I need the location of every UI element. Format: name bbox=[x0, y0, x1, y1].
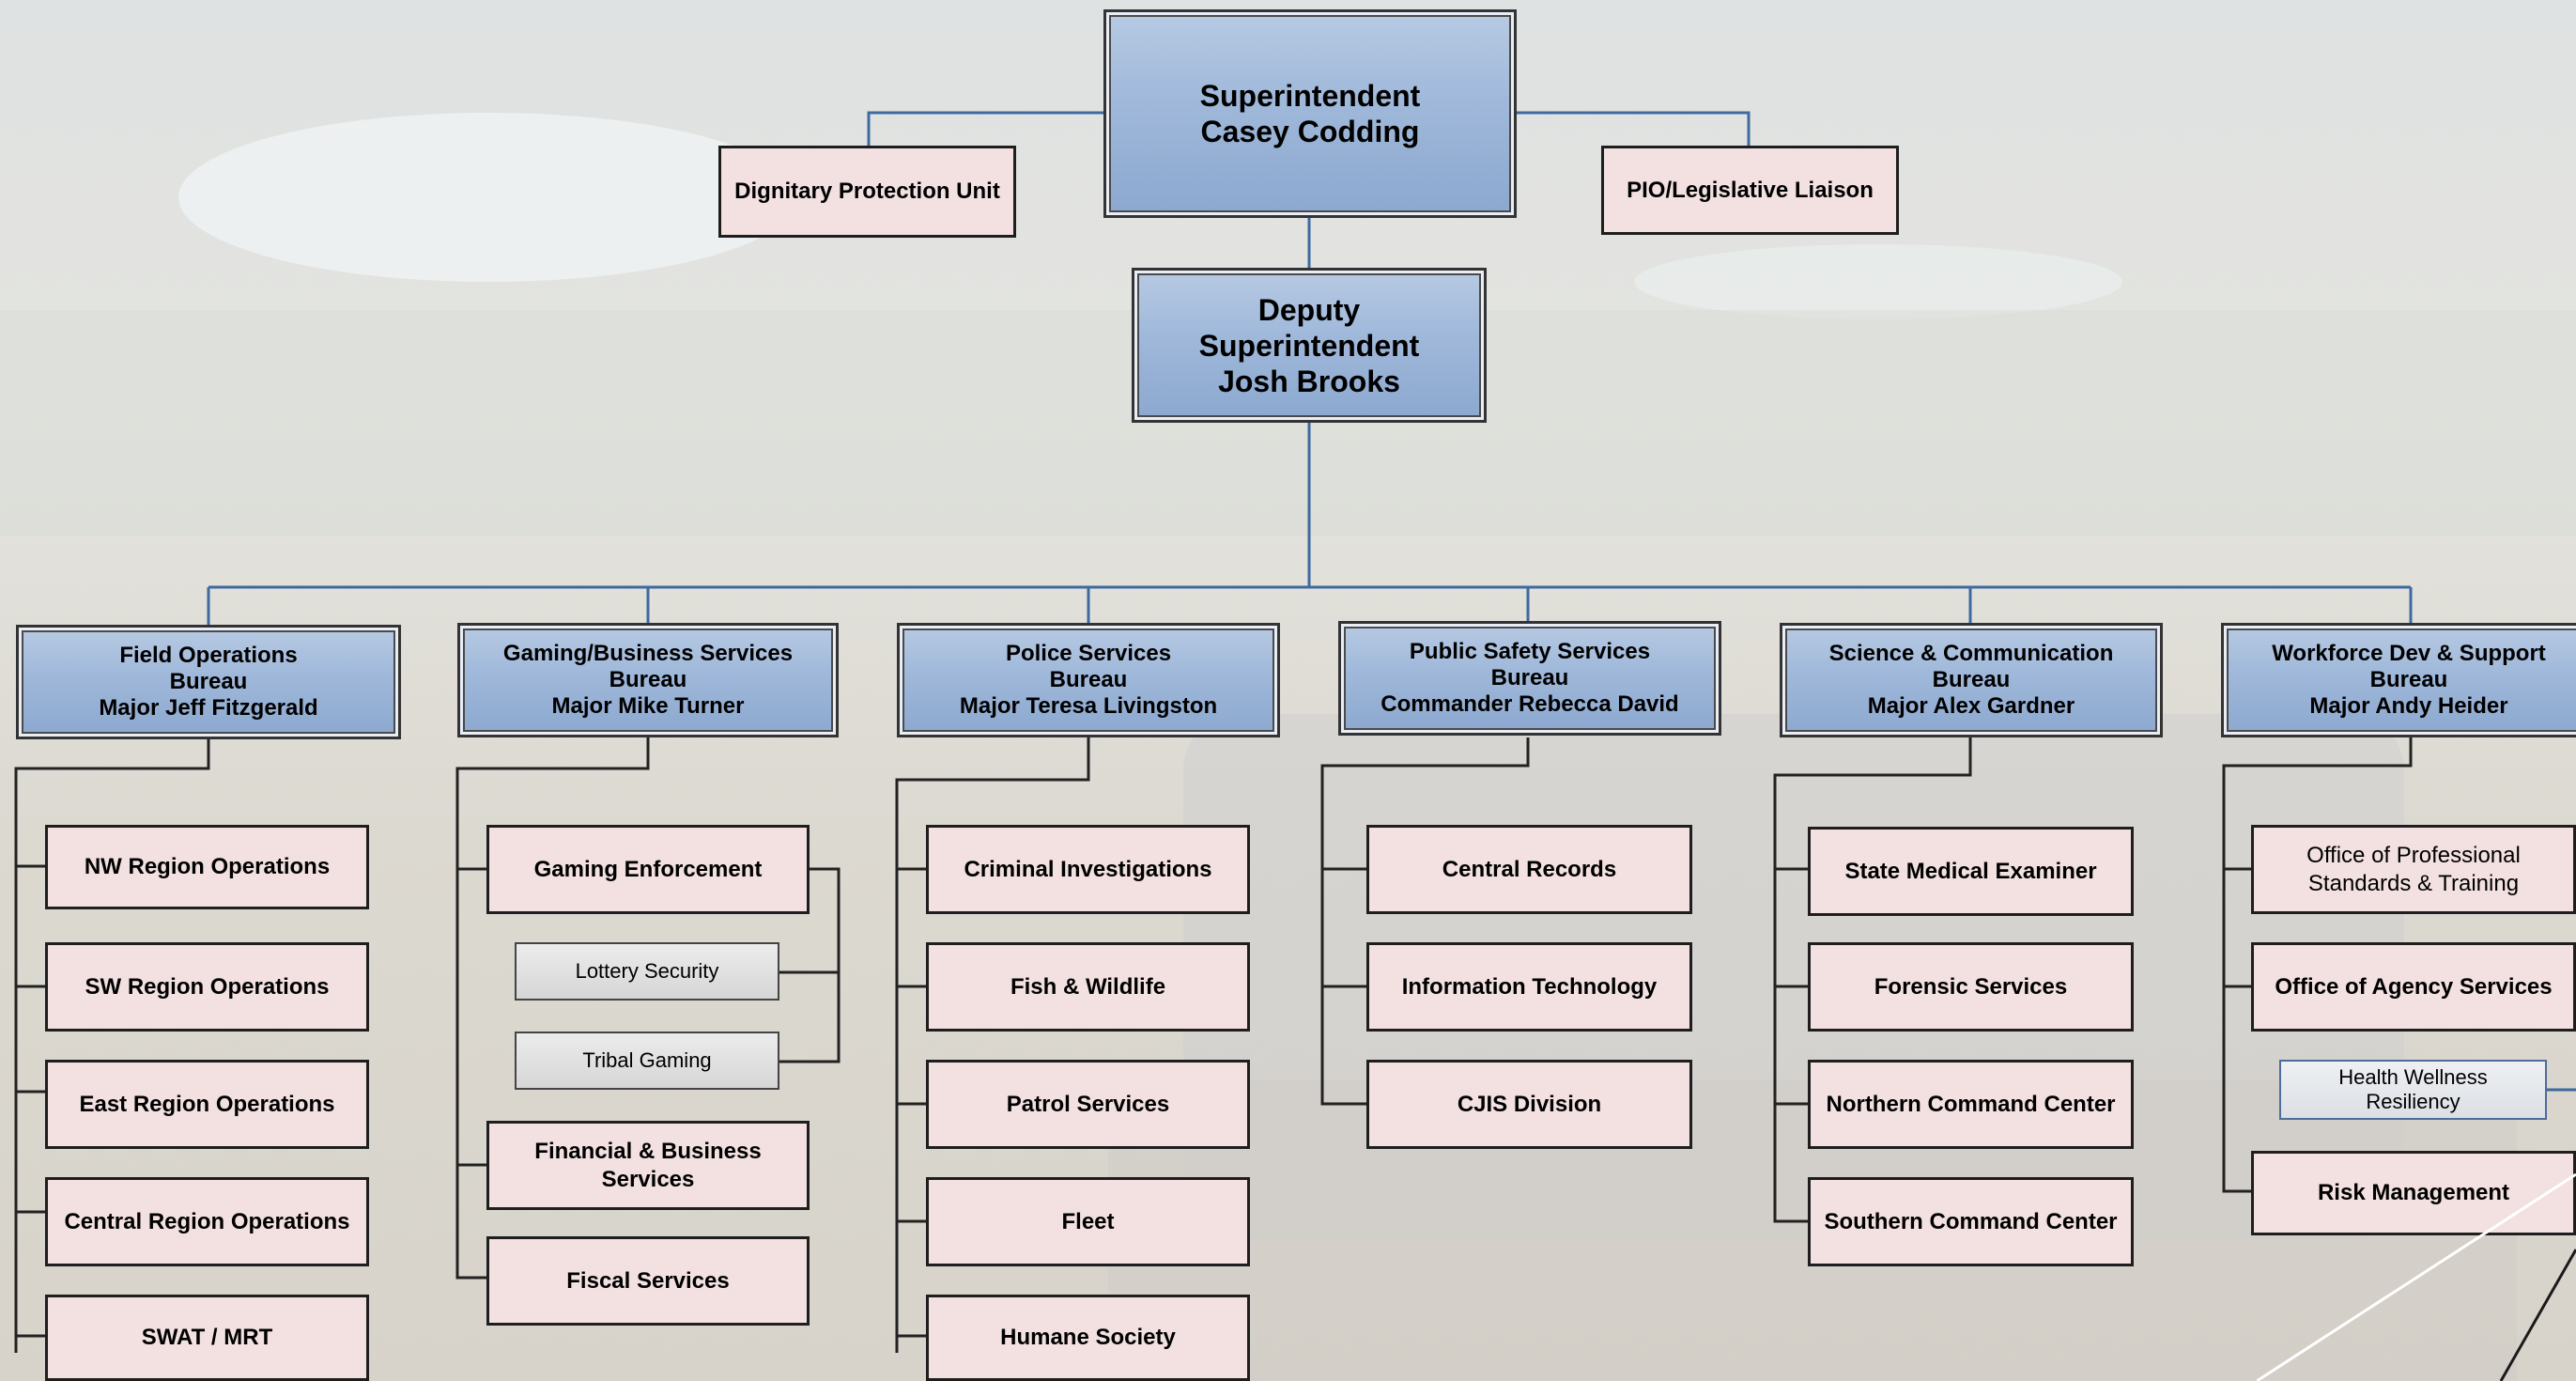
dignitary-protection-unit-box: Dignitary Protection Unit bbox=[718, 146, 1016, 238]
unit-state-medical-examiner: State Medical Examiner bbox=[1808, 827, 2134, 916]
bureau-police-services: Police Services Bureau Major Teresa Livi… bbox=[897, 623, 1280, 737]
unit-central-records: Central Records bbox=[1366, 825, 1692, 914]
unit-office-professional-standards: Office of Professional Standards & Train… bbox=[2251, 825, 2576, 914]
unit-southern-command-center: Southern Command Center bbox=[1808, 1177, 2134, 1266]
unit-humane-society: Humane Society bbox=[926, 1295, 1250, 1381]
corner-decoration bbox=[2257, 1172, 2576, 1381]
unit-office-agency-services: Office of Agency Services bbox=[2251, 942, 2576, 1032]
bureau-workforce-dev-support: Workforce Dev & Support Bureau Major And… bbox=[2221, 623, 2576, 737]
pio-legislative-liaison-box: PIO/Legislative Liaison bbox=[1601, 146, 1899, 235]
unit-east-region-operations: East Region Operations bbox=[45, 1060, 369, 1149]
unit-criminal-investigations: Criminal Investigations bbox=[926, 825, 1250, 914]
unit-central-region-operations: Central Region Operations bbox=[45, 1177, 369, 1266]
unit-health-wellness-resiliency: Health Wellness Resiliency bbox=[2279, 1060, 2547, 1120]
superintendent-box: Superintendent Casey Codding bbox=[1103, 9, 1517, 218]
unit-nw-region-operations: NW Region Operations bbox=[45, 825, 369, 909]
unit-fiscal-services: Fiscal Services bbox=[486, 1236, 810, 1326]
unit-northern-command-center: Northern Command Center bbox=[1808, 1060, 2134, 1149]
deputy-superintendent-box: Deputy Superintendent Josh Brooks bbox=[1132, 268, 1487, 423]
unit-tribal-gaming: Tribal Gaming bbox=[515, 1032, 779, 1090]
unit-risk-management: Risk Management bbox=[2251, 1151, 2576, 1235]
unit-forensic-services: Forensic Services bbox=[1808, 942, 2134, 1032]
unit-fleet: Fleet bbox=[926, 1177, 1250, 1266]
unit-sw-region-operations: SW Region Operations bbox=[45, 942, 369, 1032]
bureau-gaming-business-services: Gaming/Business Services Bureau Major Mi… bbox=[457, 623, 839, 737]
bureau-field-operations: Field Operations Bureau Major Jeff Fitzg… bbox=[16, 625, 401, 739]
unit-gaming-enforcement: Gaming Enforcement bbox=[486, 825, 810, 914]
bureau-public-safety-services: Public Safety Services Bureau Commander … bbox=[1338, 621, 1721, 736]
unit-swat-mrt: SWAT / MRT bbox=[45, 1295, 369, 1381]
unit-information-technology: Information Technology bbox=[1366, 942, 1692, 1032]
unit-cjis-division: CJIS Division bbox=[1366, 1060, 1692, 1149]
unit-lottery-security: Lottery Security bbox=[515, 942, 779, 1001]
bureau-science-communication: Science & Communication Bureau Major Ale… bbox=[1780, 623, 2163, 737]
unit-financial-business-services: Financial & Business Services bbox=[486, 1121, 810, 1210]
unit-patrol-services: Patrol Services bbox=[926, 1060, 1250, 1149]
unit-fish-wildlife: Fish & Wildlife bbox=[926, 942, 1250, 1032]
